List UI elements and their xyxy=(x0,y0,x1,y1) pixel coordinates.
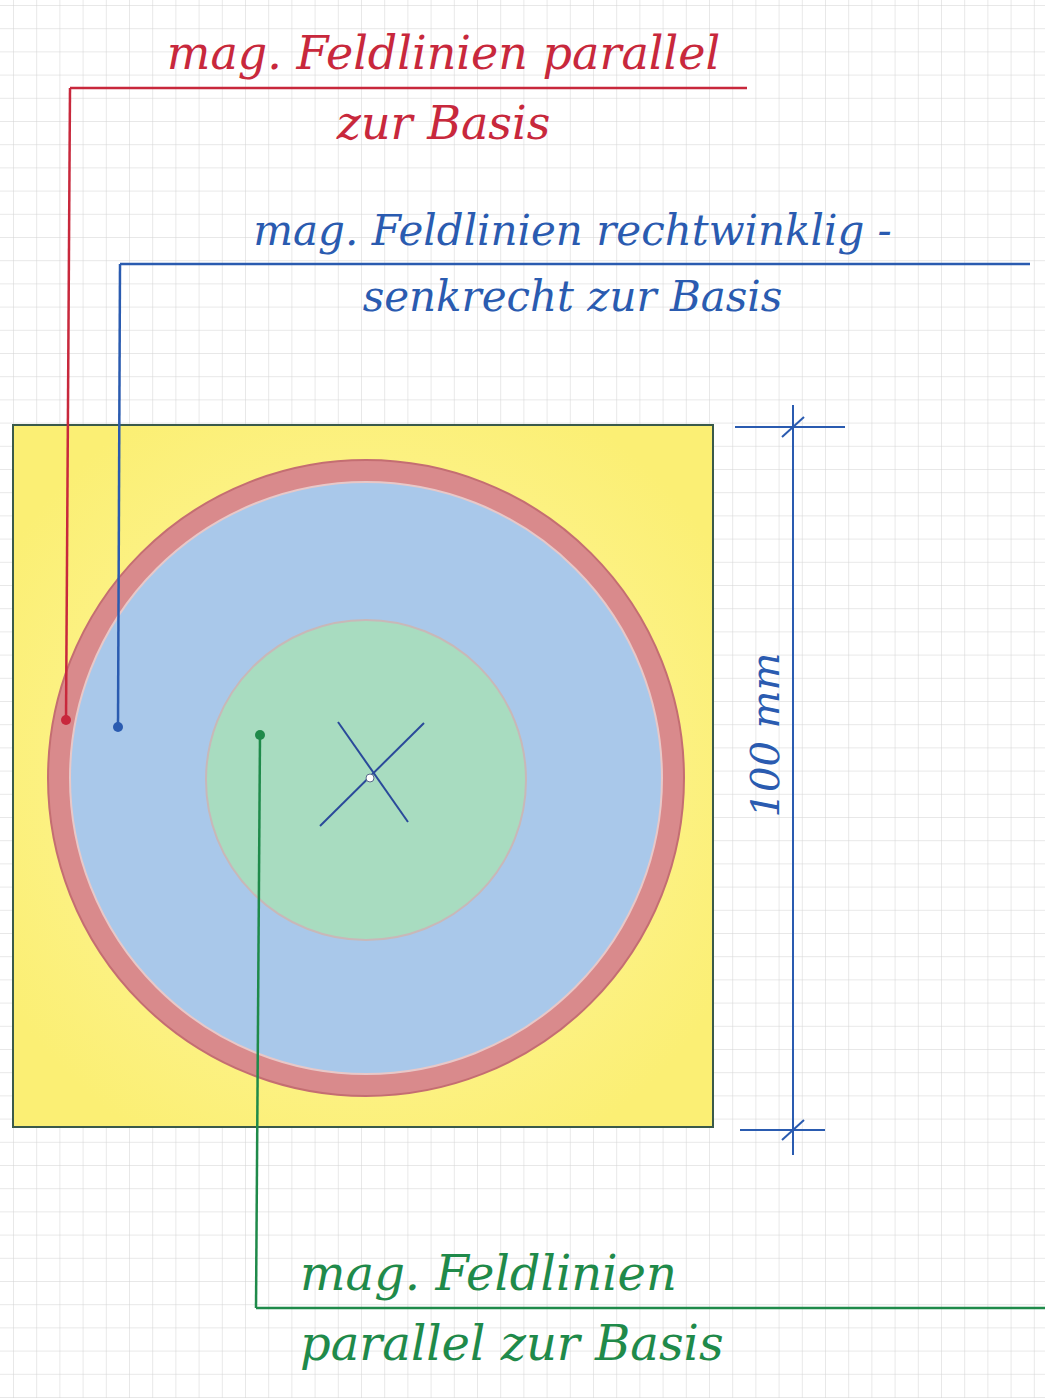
dimension-tick xyxy=(782,1120,804,1140)
blue-leader xyxy=(120,263,1030,266)
dimension-line xyxy=(792,405,794,1155)
red-leader xyxy=(66,88,70,720)
dimension-extension xyxy=(740,1129,825,1131)
leader-dot xyxy=(255,730,265,740)
callout-label: mag. Feldlinien parallel zur Basis xyxy=(300,1238,749,1378)
green-disk xyxy=(206,620,526,940)
green-leader xyxy=(256,1307,1045,1310)
center-point xyxy=(366,774,374,782)
red-leader xyxy=(70,87,747,90)
leader-dot xyxy=(61,715,71,725)
dimension-tick xyxy=(782,417,804,437)
dimension-label: 100 mm xyxy=(745,653,785,818)
leader-dot xyxy=(113,722,123,732)
callout-label: mag. Feldlinien rechtwinklig - senkrecht… xyxy=(240,198,905,330)
blue-disk xyxy=(70,482,662,1074)
callout-label: mag. Feldlinien parallel zur Basis xyxy=(150,18,737,158)
red-ring xyxy=(48,460,684,1096)
blue-leader xyxy=(118,264,120,727)
green-leader xyxy=(256,735,260,1308)
center-cross xyxy=(338,722,408,822)
dimension-extension xyxy=(735,426,845,428)
center-cross xyxy=(320,723,424,826)
